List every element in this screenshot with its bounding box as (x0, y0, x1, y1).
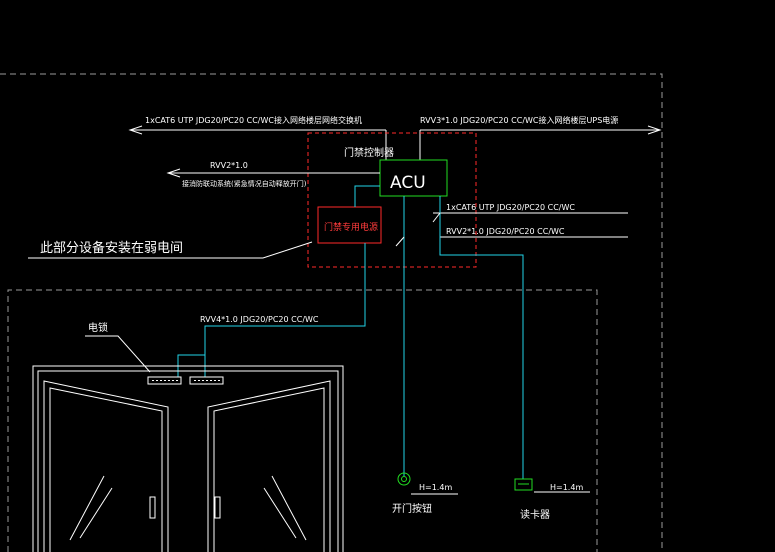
exit-button-device[interactable] (397, 472, 411, 486)
right-cable-label-2: RVV2*1.0 JDG20/PC20 CC/WC (446, 227, 565, 236)
right-door-leaf (207, 380, 331, 552)
card-reader-label: 读卡器 (520, 508, 550, 521)
door-frame (32, 365, 344, 552)
right-cable-label-1: 1xCAT6 UTP JDG20/PC20 CC/WC (446, 203, 575, 212)
lock-cable-label: RVV4*1.0 JDG20/PC20 CC/WC (200, 315, 319, 324)
fire-link-arrow (166, 168, 380, 178)
power-supply-label: 门禁专用电源 (324, 221, 378, 233)
fire-link-label: 接消防联动系统(紧急情况自动释放开门) (182, 179, 307, 188)
controller-title: 门禁控制器 (344, 146, 394, 159)
exit-button-label: 开门按钮 (392, 502, 432, 515)
leader-lines (28, 212, 590, 495)
top-left-cable-arrow (128, 125, 387, 160)
top-left-cable-label: 1xCAT6 UTP JDG20/PC20 CC/WC接入网络楼层网络交换机 (145, 115, 362, 125)
electric-lock-left[interactable] (147, 376, 182, 385)
controller-enclosure (307, 132, 477, 268)
left-door-leaf (43, 380, 169, 552)
acu-label: ACU (390, 173, 426, 193)
inner-room-boundary (7, 289, 598, 552)
exit-height-label: H=1.4m (419, 483, 452, 492)
cyan-wiring (177, 185, 524, 479)
rvv-left-label: RVV2*1.0 (210, 161, 248, 170)
room-note: 此部分设备安装在弱电间 (40, 240, 183, 256)
top-right-cable-arrow (419, 125, 662, 160)
reader-height-label: H=1.4m (550, 483, 583, 492)
card-reader-device[interactable] (514, 478, 533, 491)
electric-lock-right[interactable] (189, 376, 224, 385)
acu-box[interactable] (379, 159, 448, 197)
top-right-cable-label: RVV3*1.0 JDG20/PC20 CC/WC接入网络楼层UPS电源 (420, 115, 618, 125)
lock-label: 电锁 (88, 321, 108, 334)
power-supply-box[interactable] (317, 206, 382, 244)
outer-room-boundary (0, 73, 663, 552)
